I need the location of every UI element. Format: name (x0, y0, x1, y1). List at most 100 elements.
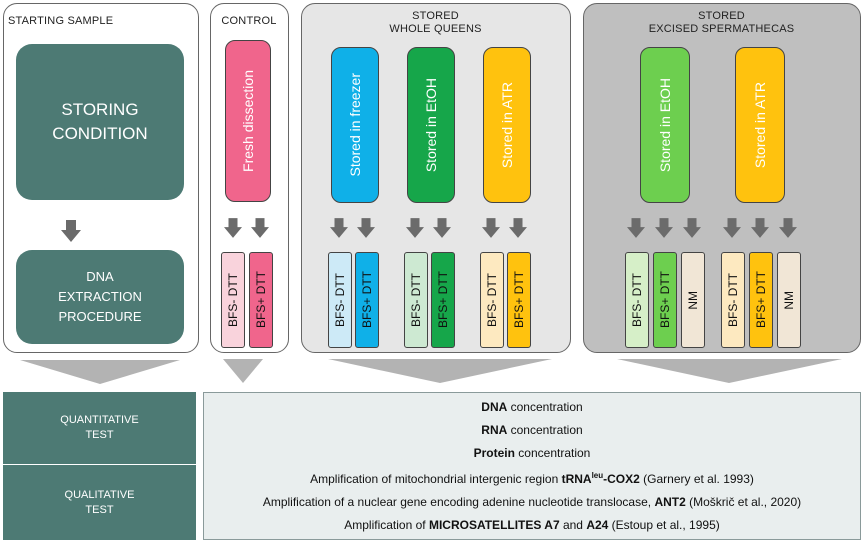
stored-in-freezer-label: Stored in freezer (347, 73, 363, 177)
down-arrow-icon (655, 218, 673, 238)
quantitative-line2: TEST (85, 429, 114, 441)
storing-condition-line2: CONDITION (52, 124, 148, 143)
etoh-bfs-plus-dtt-box: BFS+ DTT (431, 252, 455, 348)
mito-text-d: (Garnery et al. 1993) (639, 472, 754, 486)
dna-extraction-line2: EXTRACTION (58, 289, 142, 304)
qualitative-line2: TEST (85, 503, 114, 516)
sperm-stored-in-etoh-label: Stored in EtOH (657, 77, 673, 173)
quantitative-test-label: QUANTITATIVE TEST (3, 392, 196, 465)
stored-in-freezer-box: Stored in freezer (331, 47, 379, 203)
rna-text: concentration (507, 423, 583, 437)
micro-bold-a24: A24 (586, 518, 609, 532)
test-labels: QUANTITATIVE TEST QUALITATIVE TEST (3, 392, 196, 540)
sperm-etoh-nm-label: NM (686, 290, 700, 310)
micro-text-e: (Estoup et al., 1995) (608, 518, 720, 532)
stored-in-atr-label: Stored in ATR (499, 81, 515, 169)
starting-sample-panel: STARTING SAMPLE STORING CONDITION DNA EX… (3, 3, 199, 353)
freezer-bfs-minus-dtt-box: BFS- DTT (328, 252, 352, 348)
micro-bold-a7: MICROSATELLITES A7 (428, 518, 560, 532)
down-arrow-icon (683, 218, 701, 238)
qualitative-test-label: QUALITATIVE TEST (3, 465, 196, 540)
chevron-down-icon (328, 359, 552, 383)
mito-bold-trna: tRNA (561, 472, 592, 486)
down-arrow-icon (751, 218, 769, 238)
chevron-down-icon (223, 359, 263, 383)
stored-in-atr-box: Stored in ATR (483, 47, 531, 203)
dna-extraction-line3: PROCEDURE (58, 309, 142, 324)
sperm-etoh-bfs-minus-dtt-box: BFS- DTT (625, 252, 649, 348)
stored-in-etoh-box: Stored in EtOH (407, 47, 455, 203)
fresh-dissection-box: Fresh dissection (225, 40, 271, 202)
dna-extraction-box: DNA EXTRACTION PROCEDURE (16, 250, 184, 344)
atr-bfs-plus-dtt-box: BFS+ DTT (507, 252, 531, 348)
sperm-etoh-bfs-minus-dtt-label: BFS- DTT (630, 273, 644, 327)
tests-table: DNA concentration RNA concentration Prot… (203, 392, 861, 540)
micro-text-c: and (559, 518, 587, 532)
sperm-atr-bfs-plus-dtt-label: BFS+ DTT (754, 271, 768, 329)
sperm-etoh-bfs-plus-dtt-box: BFS+ DTT (653, 252, 677, 348)
dna-concentration-row: DNA concentration (204, 400, 860, 414)
protein-text: concentration (514, 446, 591, 460)
spermathecas-title-line1: STORED (698, 10, 745, 22)
etoh-bfs-minus-dtt-label: BFS- DTT (409, 273, 423, 327)
sperm-atr-bfs-minus-dtt-label: BFS- DTT (726, 273, 740, 327)
dna-text: concentration (507, 400, 583, 414)
sperm-stored-in-atr-label: Stored in ATR (752, 81, 768, 169)
atr-bfs-minus-dtt-box: BFS- DTT (480, 252, 504, 348)
sperm-etoh-bfs-plus-dtt-label: BFS+ DTT (658, 271, 672, 329)
whole-queens-title-line1: STORED (412, 10, 459, 22)
down-arrow-icon (723, 218, 741, 238)
bfs-plus-dtt-box: BFS+ DTT (249, 252, 273, 348)
microsatellite-amplification-row: Amplification of MICROSATELLITES A7 and … (204, 518, 860, 532)
ant2-text-c: (Moškrič et al., 2020) (685, 495, 802, 509)
stored-whole-queens-panel: STORED WHOLE QUEENS Stored in freezer St… (301, 3, 571, 353)
dna-extraction-line1: DNA (86, 269, 114, 284)
fresh-dissection-label: Fresh dissection (240, 70, 256, 172)
down-arrow-icon (482, 218, 500, 238)
mito-amplification-row: Amplification of mitochondrial intergeni… (204, 471, 860, 486)
atr-bfs-plus-dtt-label: BFS+ DTT (512, 271, 526, 329)
whole-queens-title: STORED WHOLE QUEENS (302, 10, 569, 36)
chevron-down-icon (20, 360, 180, 384)
sperm-etoh-nm-box: NM (681, 252, 705, 348)
rna-concentration-row: RNA concentration (204, 423, 860, 437)
down-arrow-icon (779, 218, 797, 238)
protein-concentration-row: Protein concentration (204, 446, 860, 460)
mito-sup-leu: leu (591, 471, 604, 480)
sperm-atr-nm-label: NM (782, 290, 796, 310)
starting-sample-title: STARTING SAMPLE (8, 15, 114, 27)
bfs-minus-dtt-label: BFS- DTT (226, 273, 240, 327)
freezer-bfs-plus-dtt-label: BFS+ DTT (360, 271, 374, 329)
down-arrow-icon (406, 218, 424, 238)
etoh-bfs-plus-dtt-label: BFS+ DTT (436, 271, 450, 329)
down-arrow-icon (627, 218, 645, 238)
sperm-stored-in-atr-box: Stored in ATR (735, 47, 785, 203)
sperm-stored-in-etoh-box: Stored in EtOH (640, 47, 690, 203)
protein-bold: Protein (473, 446, 515, 460)
sperm-atr-bfs-minus-dtt-box: BFS- DTT (721, 252, 745, 348)
qualitative-line1: QUALITATIVE (64, 488, 135, 501)
down-arrow-icon (357, 218, 375, 238)
spermathecas-title: STORED EXCISED SPERMATHECAS (584, 10, 859, 36)
storing-condition-box: STORING CONDITION (16, 44, 184, 200)
ant2-bold: ANT2 (654, 495, 686, 509)
rna-bold: RNA (481, 423, 508, 437)
down-arrow-icon (251, 218, 269, 238)
etoh-bfs-minus-dtt-box: BFS- DTT (404, 252, 428, 348)
ant2-amplification-row: Amplification of a nuclear gene encoding… (204, 495, 860, 509)
quantitative-line1: QUANTITATIVE (60, 414, 139, 426)
freezer-bfs-minus-dtt-label: BFS- DTT (333, 273, 347, 327)
control-title: CONTROL (221, 15, 277, 27)
micro-text-a: Amplification of (344, 518, 429, 532)
down-arrow-icon (224, 218, 242, 238)
down-arrow-icon (330, 218, 348, 238)
sperm-atr-nm-box: NM (777, 252, 801, 348)
ant2-text-a: Amplification of a nuclear gene encoding… (262, 495, 655, 509)
bfs-plus-dtt-label: BFS+ DTT (254, 271, 268, 329)
dna-bold: DNA (481, 400, 508, 414)
atr-bfs-minus-dtt-label: BFS- DTT (485, 273, 499, 327)
down-arrow-icon (509, 218, 527, 238)
spermathecas-title-line2: EXCISED SPERMATHECAS (648, 23, 795, 35)
down-arrow-icon (433, 218, 451, 238)
mito-bold-cox2: -COX2 (603, 472, 640, 486)
